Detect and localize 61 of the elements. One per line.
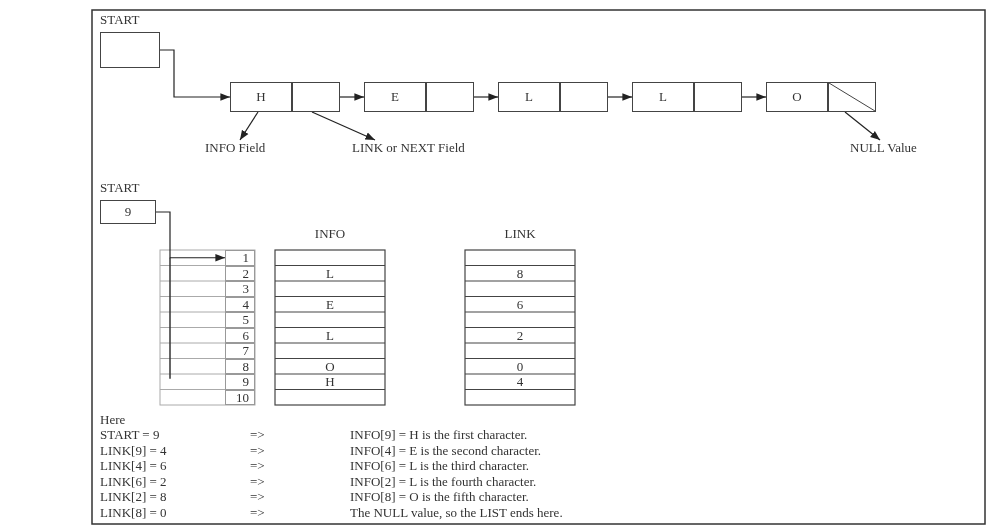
link-value: 8: [515, 265, 525, 281]
note-text: INFO[9] = H is the first character.: [350, 427, 528, 442]
note-text: The NULL value, so the LIST ends here.: [350, 504, 563, 520]
leader-line: [844, 111, 881, 141]
start-label: START: [100, 180, 140, 195]
leader-line: [311, 111, 376, 141]
implies-symbol: =>: [250, 473, 265, 489]
null-link-cell: [828, 82, 876, 112]
link-value: 6: [515, 296, 525, 312]
implies-symbol: =>: [250, 442, 265, 458]
implies-symbol: =>: [250, 504, 265, 520]
link-cell: [560, 82, 608, 112]
column-heading: INFO: [313, 226, 347, 242]
info-value: H: [324, 374, 336, 390]
start-label: START: [100, 12, 140, 27]
note-text: INFO[8] = O is the fifth character.: [350, 489, 529, 504]
field-label: INFO Field: [205, 140, 266, 156]
note-text: LINK[2] = 8: [100, 489, 167, 504]
index-cell: 1: [225, 250, 255, 266]
note-text: INFO[6] = L is the third character.: [350, 458, 530, 473]
note-text: LINK[8] = 0: [100, 504, 167, 520]
field-label: NULL Value: [850, 140, 917, 156]
note-text: START = 9: [100, 427, 160, 442]
link-cell: [426, 82, 474, 112]
arrow: [741, 93, 767, 101]
info-value: E: [325, 296, 335, 312]
index-cell: 5: [225, 312, 255, 328]
arrow: [339, 93, 365, 101]
arrow: [473, 93, 499, 101]
info-value: L: [325, 327, 335, 343]
info-value: O: [324, 358, 336, 374]
implies-symbol: =>: [250, 427, 265, 442]
implies-symbol: =>: [250, 489, 265, 504]
arrow: [155, 211, 226, 262]
info-value: L: [325, 265, 335, 281]
implies-symbol: =>: [250, 458, 265, 473]
info-cell: L: [632, 82, 694, 112]
arrow: [607, 93, 633, 101]
note-text: INFO[4] = E is the second character.: [350, 442, 542, 458]
note-text: Here: [100, 412, 126, 427]
link-value: 0: [515, 358, 525, 374]
info-cell: L: [498, 82, 560, 112]
index-cell: 9: [225, 374, 255, 390]
leader-line: [239, 111, 259, 141]
link-value: 2: [515, 327, 525, 343]
arrow: [159, 49, 231, 101]
note-text: LINK[9] = 4: [100, 442, 167, 458]
link-value: 4: [515, 374, 525, 390]
note-text: INFO[2] = L is the fourth character.: [350, 473, 537, 489]
note-text: LINK[4] = 6: [100, 458, 167, 473]
info-cell: H: [230, 82, 292, 112]
link-cell: [694, 82, 742, 112]
field-label: LINK or NEXT Field: [352, 140, 465, 156]
index-cell: 7: [225, 343, 255, 359]
info-cell: O: [766, 82, 828, 112]
note-text: LINK[6] = 2: [100, 473, 167, 489]
index-cell: 3: [225, 281, 255, 297]
pointer-box: 9: [100, 200, 156, 224]
column-heading: LINK: [503, 226, 537, 242]
link-cell: [292, 82, 340, 112]
info-cell: E: [364, 82, 426, 112]
